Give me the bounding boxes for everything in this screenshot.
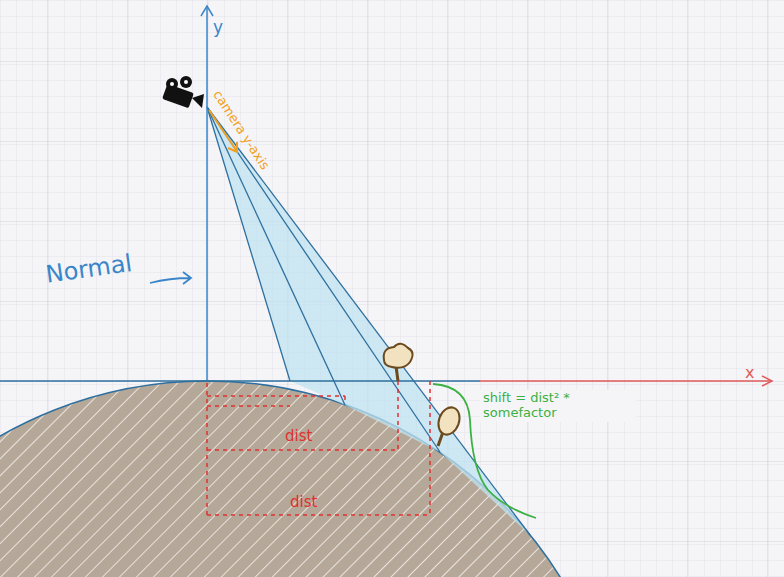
camera-rays bbox=[207, 107, 530, 535]
view-frustum bbox=[207, 107, 530, 535]
formula-label: shift = dist² * somefactor bbox=[480, 390, 636, 422]
camera-icon bbox=[162, 76, 204, 108]
y-axis bbox=[206, 8, 208, 381]
pointer-arrow bbox=[150, 272, 191, 284]
y-axis-arrow bbox=[201, 6, 213, 16]
distance-lines bbox=[207, 381, 430, 515]
axis-label: x bbox=[745, 364, 754, 382]
x-axis bbox=[480, 380, 772, 382]
dimension-label: dist bbox=[290, 494, 317, 511]
tree bbox=[384, 344, 413, 381]
axis-label: y bbox=[213, 18, 223, 38]
x-axis bbox=[0, 380, 480, 382]
x-axis-arrow bbox=[762, 376, 772, 386]
dimension-label: dist bbox=[285, 428, 312, 445]
tree bbox=[435, 404, 463, 446]
